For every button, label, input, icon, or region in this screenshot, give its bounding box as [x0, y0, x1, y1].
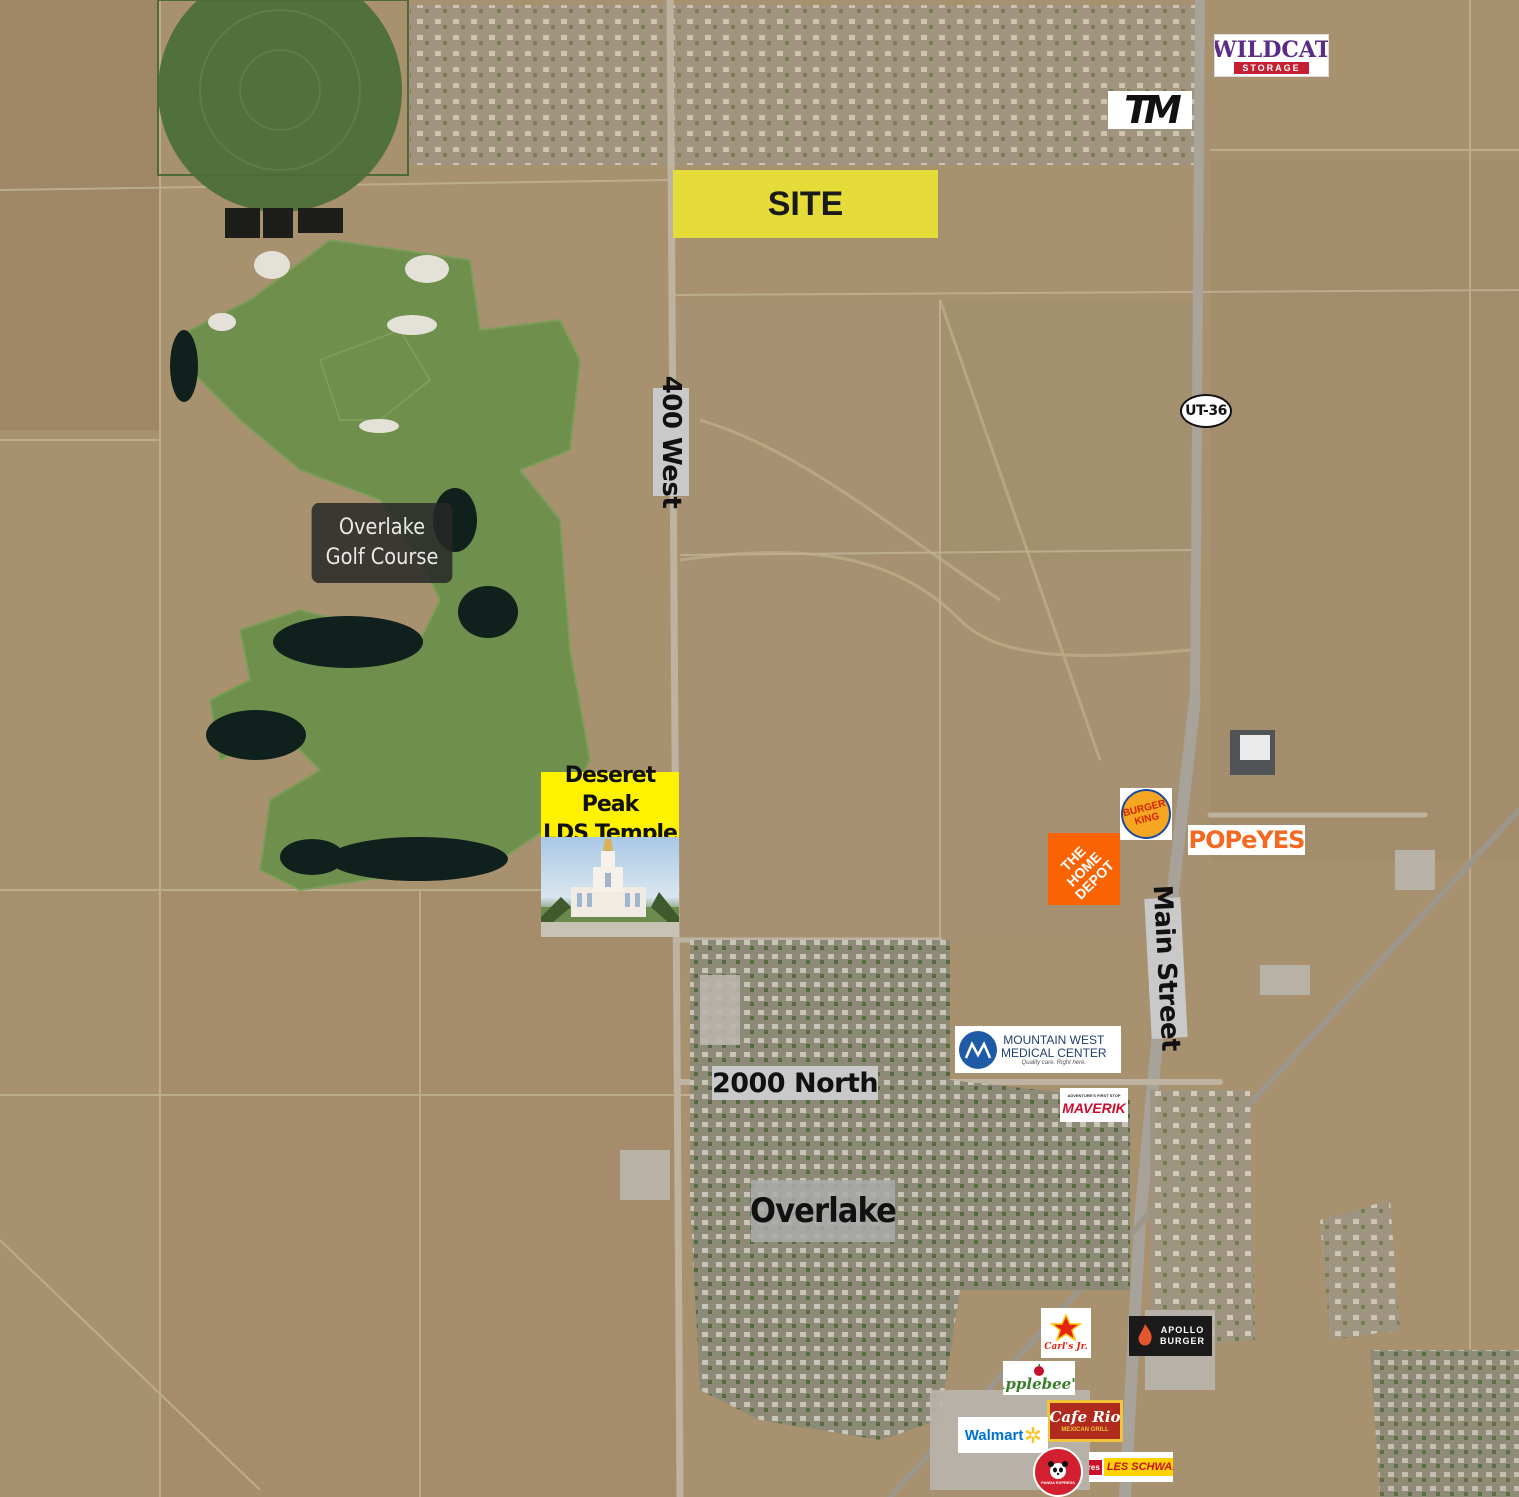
wildcat-storage-logo[interactable]: WILDCAT STORAGE — [1214, 34, 1329, 77]
mountain-west-text-block: MOUNTAIN WEST MEDICAL CENTER Quality car… — [1001, 1032, 1107, 1066]
applebees-text: Applebee's — [1003, 1375, 1075, 1393]
road-main-street-label[interactable]: Main Street — [1144, 884, 1188, 1052]
cafe-rio-text: Cafe Rio — [1049, 1407, 1121, 1426]
maverik-name: MAVERIK — [1062, 1100, 1126, 1116]
home-depot-logo[interactable]: THE HOME DEPOT — [1048, 833, 1120, 905]
overlake-neighborhood-label[interactable]: Overlake — [750, 1180, 897, 1242]
panda-express-logo[interactable]: PANDA EXPRESS — [1033, 1447, 1083, 1497]
tm-logo[interactable]: TM — [1108, 91, 1192, 129]
ut-36-shield-icon[interactable]: UT-36 — [1180, 394, 1232, 428]
carls-jr-text: Carl's Jr. — [1044, 1341, 1088, 1352]
cafe-rio-logo[interactable]: Cafe Rio MEXICAN GRILL — [1047, 1400, 1123, 1442]
mountain-west-tagline: Quality care. Right here. — [1021, 1059, 1087, 1066]
site-label[interactable]: SITE — [673, 170, 938, 238]
temple-label[interactable]: Deseret Peak LDS Temple — [541, 763, 679, 846]
applebees-logo[interactable]: Applebee's — [1003, 1361, 1075, 1395]
burger-king-text: BURGER KING — [1122, 798, 1168, 828]
burger-king-logo[interactable]: BURGER KING — [1120, 788, 1172, 840]
walmart-spark-icon — [1026, 1427, 1041, 1443]
temple-photo — [541, 837, 679, 937]
les-schwab-text: LES SCHWAB — [1103, 1458, 1173, 1476]
maverik-tagline: ADVENTURE'S FIRST STOP — [1067, 1093, 1121, 1098]
panda-express-text: PANDA EXPRESS — [1041, 1479, 1075, 1485]
walmart-text: Walmart — [964, 1426, 1024, 1444]
carls-jr-star-icon — [1050, 1313, 1082, 1342]
mountain-west-emblem-icon — [959, 1030, 997, 1069]
popeyes-logo[interactable]: POPeYES — [1188, 825, 1305, 855]
mountain-west-medical-logo[interactable]: MOUNTAIN WEST MEDICAL CENTER Quality car… — [955, 1026, 1121, 1073]
home-depot-text: THE HOME DEPOT — [1057, 842, 1117, 902]
wildcat-subtitle: STORAGE — [1234, 61, 1309, 74]
apollo-burger-logo[interactable]: APOLLO BURGER — [1129, 1316, 1212, 1356]
cafe-rio-subtitle: MEXICAN GRILL — [1061, 1426, 1109, 1433]
wildcat-title: WILDCAT — [1214, 36, 1329, 63]
les-schwab-tires-text: Tires — [1089, 1459, 1102, 1475]
maverik-logo[interactable]: ADVENTURE'S FIRST STOP MAVERIK — [1060, 1088, 1128, 1122]
panda-face-icon — [1048, 1460, 1068, 1479]
apollo-burger-text: APOLLO BURGER — [1159, 1325, 1205, 1346]
burger-king-bun-icon: BURGER KING — [1121, 789, 1171, 839]
apollo-flame-icon — [1138, 1324, 1152, 1346]
walmart-logo[interactable]: Walmart — [958, 1417, 1048, 1453]
mountain-west-name: MOUNTAIN WEST MEDICAL CENTER — [1001, 1032, 1107, 1060]
golf-course-label[interactable]: Overlake Golf Course — [311, 503, 453, 583]
les-schwab-logo[interactable]: Tires LES SCHWAB — [1089, 1452, 1173, 1482]
road-400-west-label[interactable]: 400 West — [653, 376, 689, 508]
carls-jr-logo[interactable]: Carl's Jr. — [1041, 1308, 1091, 1358]
mountain-peaks-icon — [965, 1040, 991, 1058]
road-2000-north-label[interactable]: 2000 North — [711, 1066, 879, 1100]
temple-building-icon — [541, 839, 679, 937]
applebees-apple-icon — [1034, 1364, 1044, 1376]
